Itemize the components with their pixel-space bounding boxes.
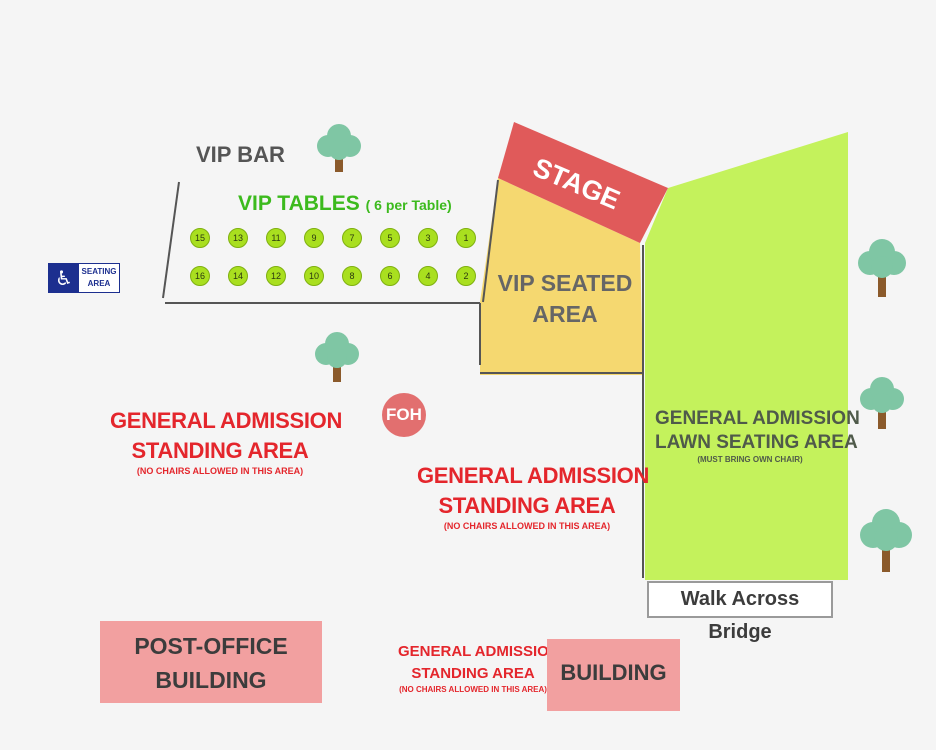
accessible-seating-line1: SEATING: [81, 267, 117, 276]
vip-table-6: 6: [380, 266, 400, 286]
ga-left-line2: STANDING AREA: [131, 438, 309, 463]
vip-table-7: 7: [342, 228, 362, 248]
ga-center-line1: GENERAL ADMISSION: [417, 463, 650, 488]
accessible-seating-label: SEATING AREA: [79, 266, 119, 290]
ga-standing-bottom: GENERAL ADMISSION STANDING AREA (NO CHAI…: [398, 641, 560, 695]
vip-table-9: 9: [304, 228, 324, 248]
stage-edge-line: [482, 179, 499, 303]
post-office-building: POST-OFFICE BUILDING: [100, 621, 322, 703]
vip-left-line: [162, 181, 180, 299]
vip-tables-title: VIP TABLES ( 6 per Table): [238, 189, 452, 220]
lawn-line2: LAWN SEATING AREA: [655, 432, 858, 453]
tree-icon: [858, 239, 906, 297]
vip-bar-label: VIP BAR: [196, 142, 285, 167]
ga-center-note: (NO CHAIRS ALLOWED IN THIS AREA): [443, 521, 611, 531]
lawn-seating-area: [645, 132, 848, 580]
vip-table-3: 3: [418, 228, 438, 248]
accessible-seating-line2: AREA: [87, 279, 111, 288]
ga-standing-left: GENERAL ADMISSION STANDING AREA (NO CHAI…: [110, 406, 343, 477]
vip-table-13: 13: [228, 228, 248, 248]
vip-table-11: 11: [266, 228, 286, 248]
tree-icon: [315, 332, 359, 382]
vip-table-8: 8: [342, 266, 362, 286]
vip-seated-label: VIP SEATED AREA: [490, 268, 640, 330]
stage-area: [498, 122, 668, 243]
post-office-line1: POST-OFFICE: [134, 633, 288, 659]
tree-icon: [860, 377, 904, 429]
vip-table-15: 15: [190, 228, 210, 248]
ga-bottom-note: (NO CHAIRS ALLOWED IN THIS AREA): [399, 685, 547, 694]
lawn-note: (MUST BRING OWN CHAIR): [697, 455, 803, 464]
walk-across-bridge-sign: Walk Across Bridge: [647, 581, 833, 643]
vip-tables-label: VIP TABLES: [238, 192, 360, 215]
ga-left-line1: GENERAL ADMISSION: [110, 408, 343, 433]
tree-icon: [860, 509, 912, 572]
ga-center-line2: STANDING AREA: [438, 493, 616, 518]
ga-bottom-line1: GENERAL ADMISSION: [398, 643, 560, 660]
post-office-line2: BUILDING: [155, 667, 267, 693]
vip-table-14: 14: [228, 266, 248, 286]
vip-table-16: 16: [190, 266, 210, 286]
wheelchair-icon: ♿: [49, 264, 79, 292]
ga-bottom-line2: STANDING AREA: [411, 665, 535, 682]
lawn-seating-label: GENERAL ADMISSION LAWN SEATING AREA (MUS…: [655, 407, 860, 465]
lawn-line1: GENERAL ADMISSION: [655, 408, 860, 429]
ga-standing-center: GENERAL ADMISSION STANDING AREA (NO CHAI…: [417, 461, 650, 532]
vip-table-2: 2: [456, 266, 476, 286]
building: BUILDING: [547, 639, 680, 711]
ga-left-note: (NO CHAIRS ALLOWED IN THIS AREA): [136, 466, 304, 476]
vip-seated-line1: VIP SEATED: [497, 270, 633, 296]
tree-icon: [317, 124, 361, 172]
vip-table-4: 4: [418, 266, 438, 286]
vip-table-5: 5: [380, 228, 400, 248]
vip-table-12: 12: [266, 266, 286, 286]
vip-seated-line2: AREA: [532, 301, 598, 327]
vip-table-10: 10: [304, 266, 324, 286]
accessible-seating-sign: ♿ SEATING AREA: [48, 263, 120, 293]
vip-seated-area: [480, 178, 643, 375]
vip-table-1: 1: [456, 228, 476, 248]
foh-marker: FOH: [382, 393, 426, 437]
vip-tables-note: ( 6 per Table): [365, 197, 452, 213]
